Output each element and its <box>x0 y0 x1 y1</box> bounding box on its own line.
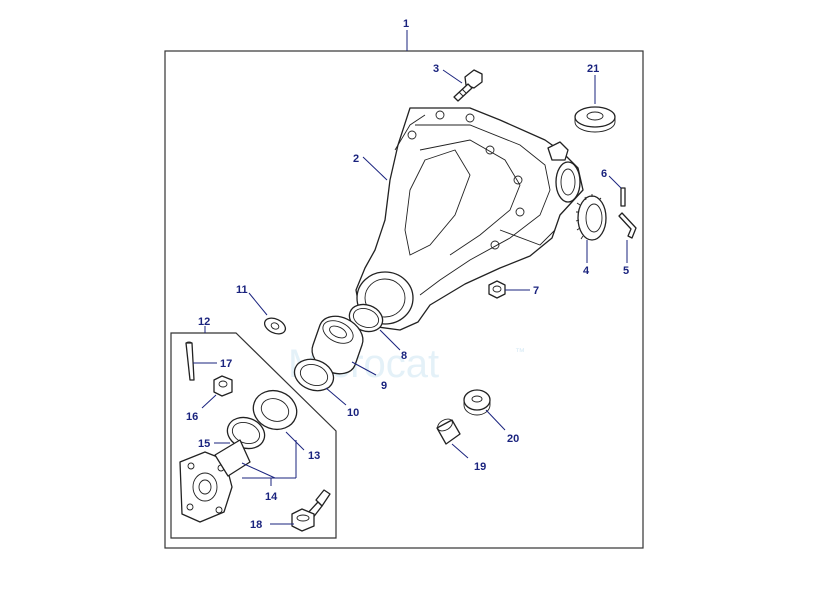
callout-3: 3 <box>433 63 439 75</box>
leader-20 <box>485 409 506 431</box>
callout-7: 7 <box>533 285 539 297</box>
leader-13 <box>285 431 305 451</box>
callout-9: 9 <box>381 380 387 392</box>
gear-ring-4 <box>575 194 607 241</box>
pin-5 <box>618 212 637 239</box>
callout-10: 10 <box>347 407 359 419</box>
assembly-frame <box>164 50 644 549</box>
callout-19: 19 <box>474 461 486 473</box>
callout-12: 12 <box>198 316 210 328</box>
leader-11 <box>248 292 268 316</box>
seal-10 <box>293 358 335 392</box>
callout-11: 11 <box>236 284 248 296</box>
bolt-3 <box>453 69 483 102</box>
leader-6 <box>608 175 622 189</box>
callout-15: 15 <box>198 438 210 450</box>
bolt-18 <box>291 489 331 532</box>
leader-3 <box>442 69 463 84</box>
callout-2: 2 <box>353 153 359 165</box>
callout-6: 6 <box>601 168 607 180</box>
leader-10 <box>325 387 347 406</box>
o-ring-8 <box>348 303 384 333</box>
differential-housing <box>355 107 584 331</box>
callout-5: 5 <box>623 265 629 277</box>
watermark-mark: ™ <box>515 347 525 358</box>
flange-14 <box>179 439 251 523</box>
washer-21 <box>574 106 616 133</box>
leader-16 <box>201 394 217 409</box>
callout-8: 8 <box>401 350 407 362</box>
callout-1: 1 <box>403 18 409 30</box>
callout-21: 21 <box>587 63 599 75</box>
callout-labels: 1 2 3 4 5 6 7 8 9 10 11 12 13 14 15 16 1… <box>186 18 629 531</box>
bearing-9 <box>311 315 364 375</box>
leader-9 <box>351 361 377 376</box>
callout-13: 13 <box>308 450 320 462</box>
callout-16: 16 <box>186 411 198 423</box>
leader-2 <box>362 156 388 181</box>
kit-frame <box>170 332 337 539</box>
pin-6 <box>620 187 626 207</box>
seal-13 <box>252 389 298 431</box>
bush-19 <box>436 418 461 445</box>
nut-7 <box>488 280 506 299</box>
callout-18: 18 <box>250 519 262 531</box>
split-pin-17 <box>185 341 195 381</box>
callout-14: 14 <box>265 491 278 503</box>
callout-4: 4 <box>583 265 590 277</box>
washer-20 <box>463 389 491 416</box>
bracket-14 <box>241 440 297 486</box>
leader-8 <box>379 329 401 351</box>
washer-11 <box>263 317 287 335</box>
callout-17: 17 <box>220 358 232 370</box>
nut-16 <box>213 375 233 397</box>
leader-19 <box>451 443 469 459</box>
callout-20: 20 <box>507 433 519 445</box>
